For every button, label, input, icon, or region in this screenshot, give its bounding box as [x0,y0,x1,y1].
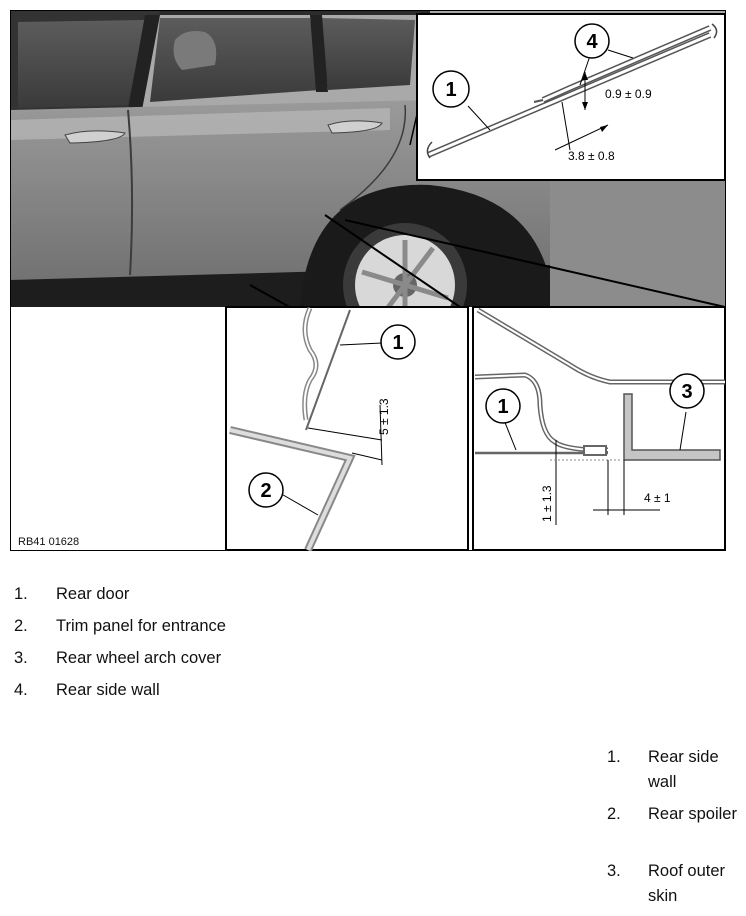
legend2-number: 3. [607,862,621,880]
legend2-number: 2. [607,805,621,823]
dimension-middle: 5 ± 1.3 [377,398,391,435]
legend-text: Rear door [56,585,130,603]
dimension-right-vertical: 1 ± 1.3 [540,485,554,522]
callout-1-right: 1 [497,396,508,418]
legend-number: 1. [14,585,28,603]
callout-2: 2 [260,480,271,502]
dimension-right-horizontal: 4 ± 1 [644,491,671,505]
legend-number: 4. [14,681,28,699]
legend2-text: Rear spoiler [648,805,737,823]
detail-frame-right: 1 3 1 ± 1.3 4 ± 1 [472,306,726,551]
car-photo [11,11,726,347]
legend2-item: 3. Roof outer skin [607,859,742,916]
detail-frame-middle: 1 2 5 ± 1.3 [225,306,469,551]
legend2-item: 1. Rear side wall [607,745,742,802]
dimension-top-b: 3.8 ± 0.8 [568,149,615,163]
legend-text: Rear wheel arch cover [56,649,222,667]
legend-text: Trim panel for entrance [56,617,226,635]
legend-number: 2. [14,617,28,635]
legend2-text: Roof outer skin [648,862,726,905]
legend-text: Rear side wall [56,681,160,699]
secondary-legend: 1. Rear side wall 2. Rear spoiler 3. Roof o… [607,745,742,916]
callout-1-top: 1 [445,79,456,101]
installation-diagram: RB41 01628 1 4 0.9 ± 0.9 3.8 ± 0.8 [10,10,726,551]
detail-frame-top: 1 4 0.9 ± 0.9 3.8 ± 0.8 [416,13,726,181]
legend2-item: 2. Rear spoiler [607,802,742,859]
callout-3: 3 [681,381,692,403]
legend2-number: 1. [607,748,621,766]
callout-4: 4 [586,31,598,53]
callout-1-middle: 1 [392,332,403,354]
dimension-top-a: 0.9 ± 0.9 [605,87,652,101]
legend-number: 3. [14,649,28,667]
legend2-text: Rear side wall [648,748,719,791]
figure-code: RB41 01628 [18,536,79,548]
